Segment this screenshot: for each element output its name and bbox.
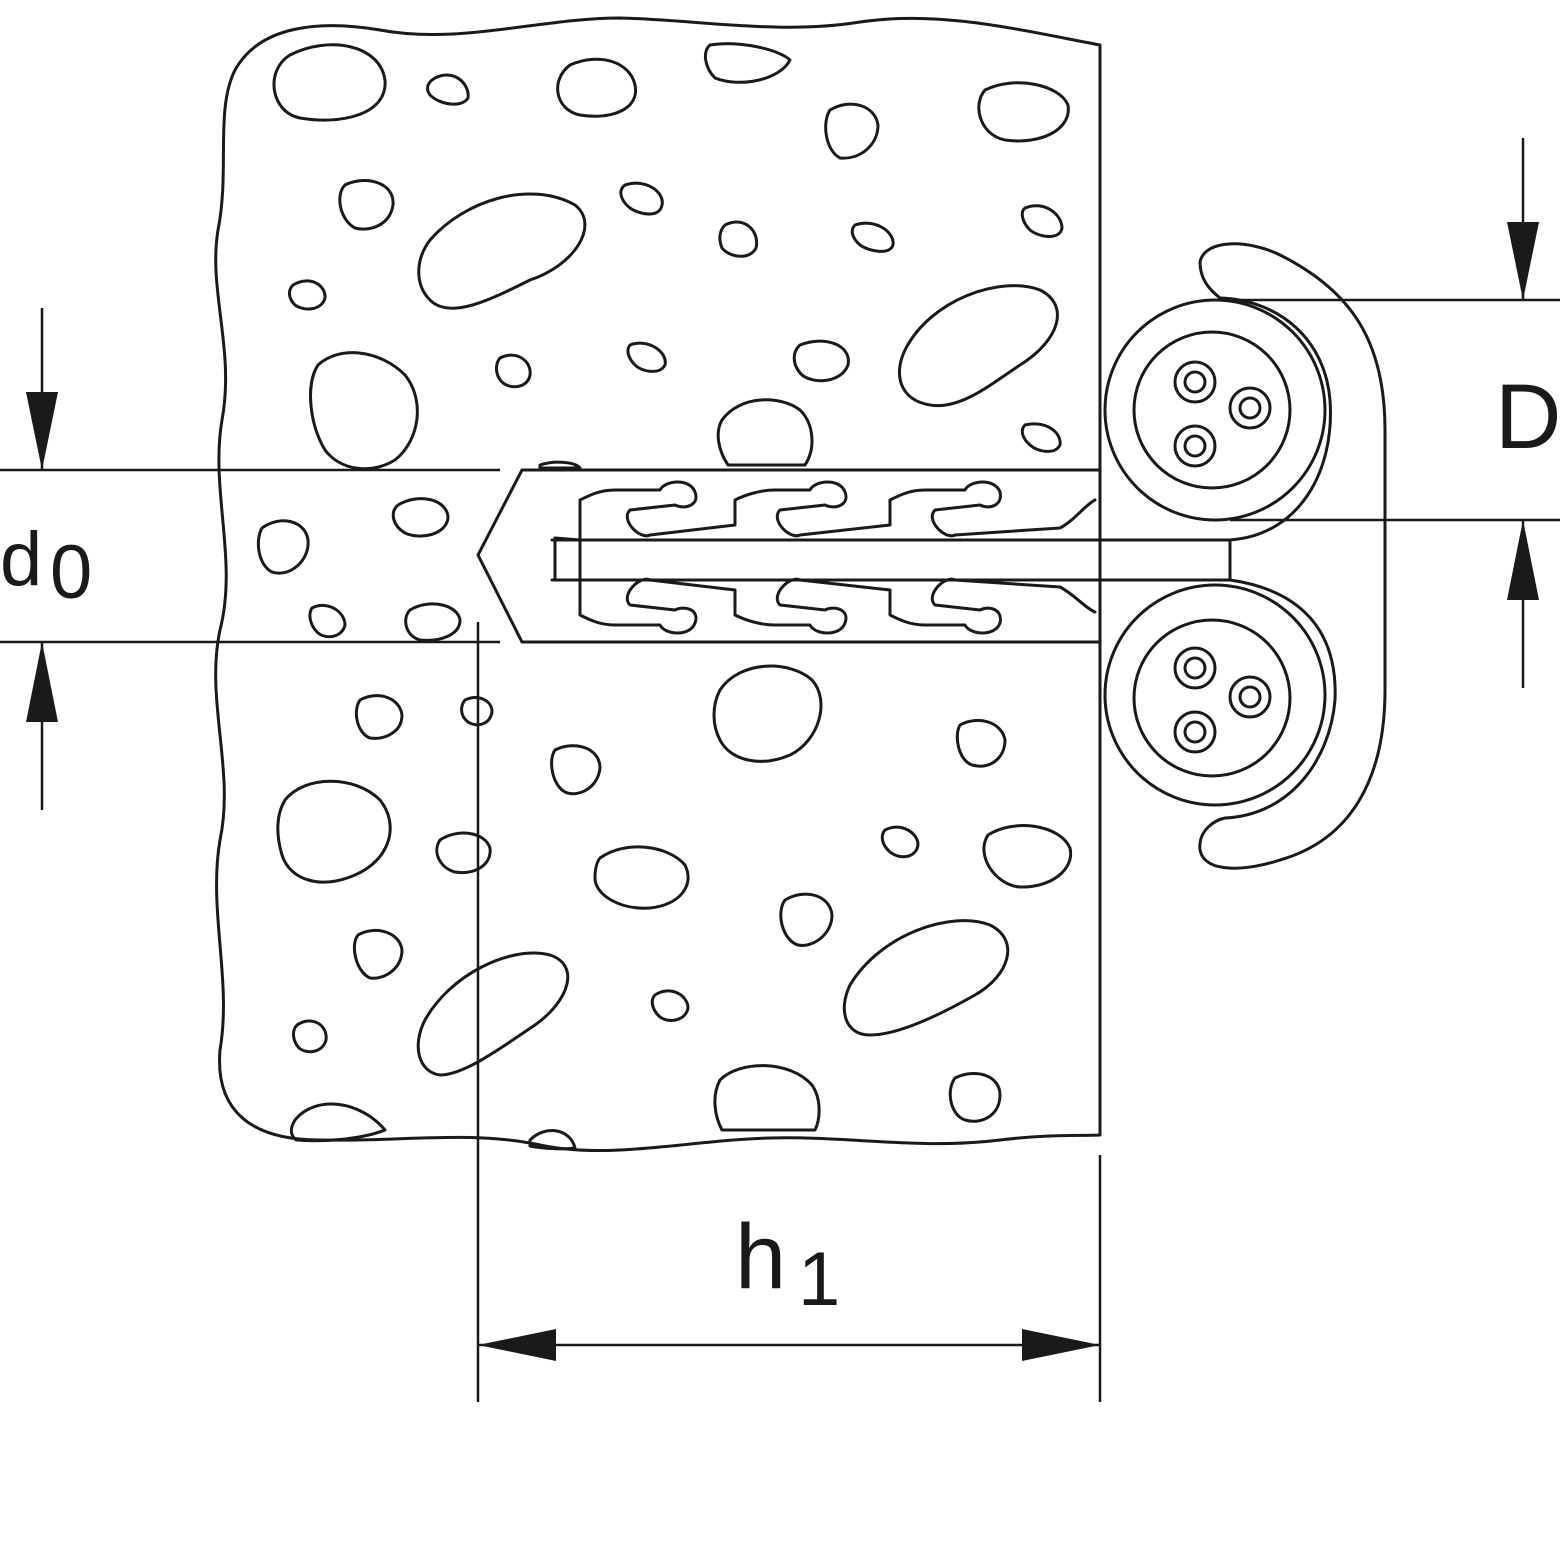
h1-label-sub: 1 xyxy=(798,1237,840,1322)
D-label: D xyxy=(1495,366,1560,468)
nail-shaft xyxy=(578,538,1232,582)
dimension-d0: d 0 xyxy=(0,308,500,810)
dimension-D: D xyxy=(1220,138,1560,688)
aggregate-stones xyxy=(256,42,1073,1151)
lower-cable xyxy=(1103,583,1327,807)
d0-label-sub: 0 xyxy=(50,530,92,615)
drill-hole xyxy=(476,468,1102,644)
d0-label-main: d xyxy=(0,517,42,602)
dimension-h1: h 1 xyxy=(476,622,1102,1402)
concrete-block xyxy=(214,16,1102,1153)
cable-clip xyxy=(1198,242,1387,870)
h1-label-main: h xyxy=(735,1206,786,1308)
upper-cable xyxy=(1103,298,1327,522)
